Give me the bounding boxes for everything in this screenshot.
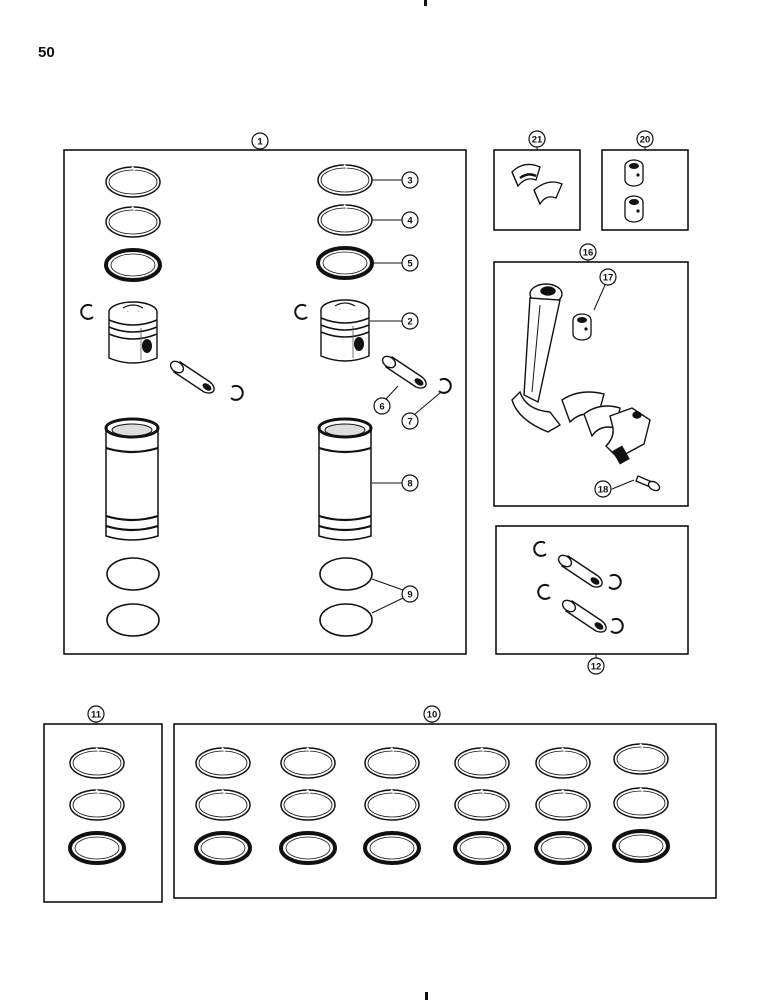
callout-16: 16 — [579, 243, 597, 261]
callout-1: 1 — [251, 132, 269, 150]
cylinder-liner-icon — [104, 417, 373, 542]
scan-marks — [424, 0, 428, 1000]
callout-17-label: 17 — [603, 273, 614, 284]
callout-11: 11 — [87, 705, 105, 723]
panel-pin-kit — [495, 525, 689, 658]
callout-21-label: 21 — [532, 135, 543, 146]
bearing-shell-icon — [511, 163, 563, 206]
callout-5-label: 5 — [407, 259, 413, 270]
callout-4: 4 — [401, 211, 419, 229]
ring-icon — [194, 743, 670, 865]
callout-7: 7 — [401, 412, 419, 430]
callout-16-label: 16 — [583, 248, 594, 259]
rod-bolt-icon — [635, 475, 661, 492]
panel-bushings — [601, 147, 689, 231]
leader-lines — [593, 284, 635, 490]
ring-icon — [316, 164, 374, 280]
callout-6: 6 — [373, 397, 391, 415]
callout-12: 12 — [587, 657, 605, 675]
panel-ring-set-multi — [173, 722, 717, 899]
callout-1-label: 1 — [257, 137, 263, 148]
callout-9: 9 — [401, 585, 419, 603]
callout-10: 10 — [423, 705, 441, 723]
callout-2-label: 2 — [407, 317, 412, 328]
callout-21: 21 — [528, 130, 546, 148]
leader-lines — [370, 179, 441, 614]
rod-bushing-icon — [572, 313, 592, 341]
callout-5: 5 — [401, 254, 419, 272]
ring-icon — [104, 166, 162, 282]
callout-18-label: 18 — [598, 485, 609, 496]
piston-icon — [108, 299, 370, 364]
callout-7-label: 7 — [407, 417, 412, 428]
callout-6-label: 6 — [379, 402, 384, 413]
callout-4-label: 4 — [407, 216, 413, 227]
page-number: 50 — [38, 44, 55, 61]
callout-2: 2 — [401, 312, 419, 330]
callout-10-label: 10 — [427, 710, 438, 721]
callout-3-label: 3 — [407, 176, 412, 187]
callout-20: 20 — [636, 130, 654, 148]
ring-icon — [68, 747, 126, 865]
piston-pin-icon — [555, 552, 607, 633]
connecting-rod-icon — [511, 283, 651, 465]
callout-8: 8 — [401, 474, 419, 492]
callout-3: 3 — [401, 171, 419, 189]
callout-11-label: 11 — [91, 710, 102, 721]
callout-17: 17 — [599, 268, 617, 286]
seal-ring-icon — [106, 557, 373, 637]
callout-20-label: 20 — [640, 135, 651, 146]
piston-pin-icon — [167, 353, 427, 394]
callout-18: 18 — [594, 480, 612, 498]
callout-12-label: 12 — [591, 662, 602, 673]
callout-8-label: 8 — [407, 479, 412, 490]
callout-9-label: 9 — [407, 590, 412, 601]
bushing-icon — [624, 159, 644, 223]
panel-connecting-rod — [493, 260, 689, 507]
